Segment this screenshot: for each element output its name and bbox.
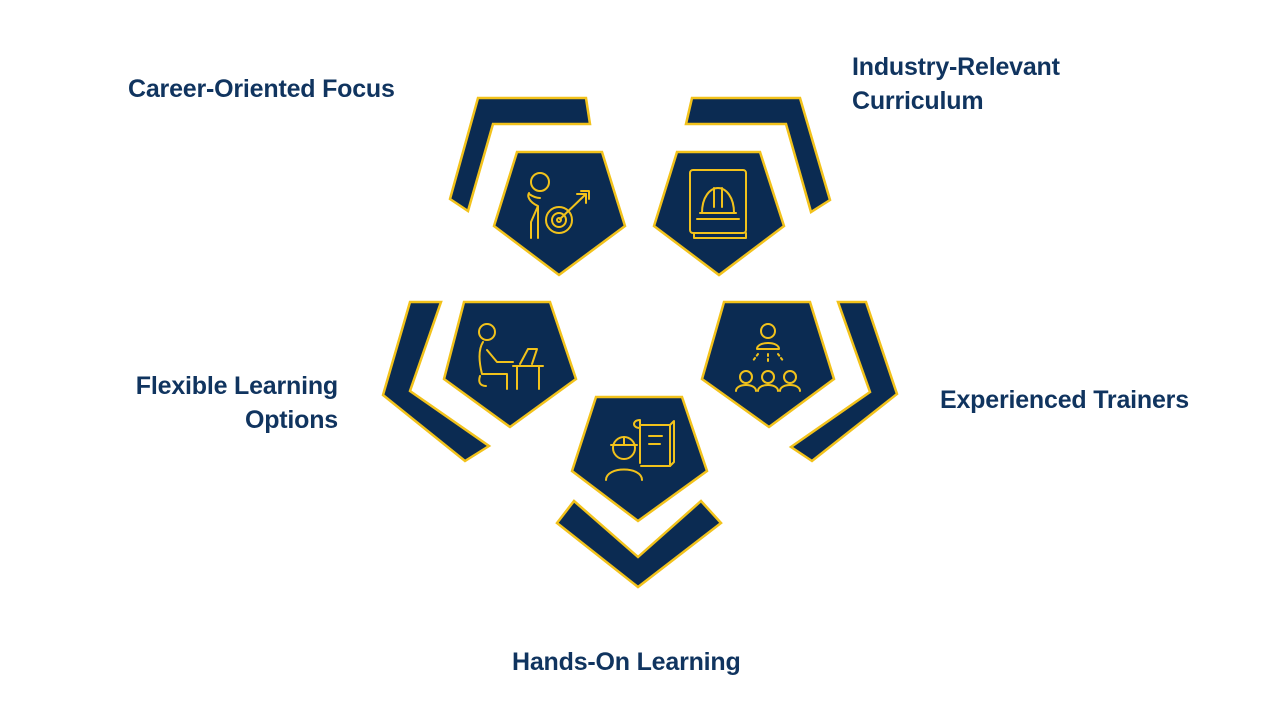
handson-bracket <box>555 499 723 589</box>
flexible-label-line-2: Options <box>244 406 338 434</box>
experienced-label-line-1: Experienced Trainers <box>940 386 1189 414</box>
flexible-learning-options-label: Flexible Learning Options <box>112 369 338 437</box>
hardhat-book-icon <box>689 169 747 239</box>
career-bracket <box>448 96 592 213</box>
person-target-icon <box>527 172 590 239</box>
experienced-bracket <box>788 300 899 463</box>
experienced-pentagon <box>700 300 836 429</box>
trainer-group-icon <box>735 323 801 392</box>
flexible-label-line-1: Flexible Learning <box>135 372 338 400</box>
career-label-line-1: Career-Oriented Focus <box>128 75 395 103</box>
flexible-pentagon <box>442 300 578 429</box>
handson-label-line-1: Hands-On Learning <box>512 648 741 676</box>
hands-on-learning-label: Hands-On Learning <box>512 645 741 679</box>
person-desk-laptop-icon <box>478 323 544 390</box>
experienced-trainers-label: Experienced Trainers <box>940 383 1189 417</box>
pentagon-layer <box>442 150 836 523</box>
industry-label-line-2: Curriculum <box>852 87 984 115</box>
industry-relevant-curriculum-label: Industry-Relevant Curriculum <box>852 50 1060 118</box>
engineer-blueprint-icon <box>605 419 675 481</box>
icon-layer <box>478 169 801 481</box>
career-oriented-focus-label: Career-Oriented Focus <box>128 72 395 106</box>
bracket-layer <box>381 96 899 589</box>
industry-bracket <box>684 96 832 214</box>
industry-label-line-1: Industry-Relevant <box>852 53 1060 81</box>
flexible-bracket <box>381 300 492 463</box>
